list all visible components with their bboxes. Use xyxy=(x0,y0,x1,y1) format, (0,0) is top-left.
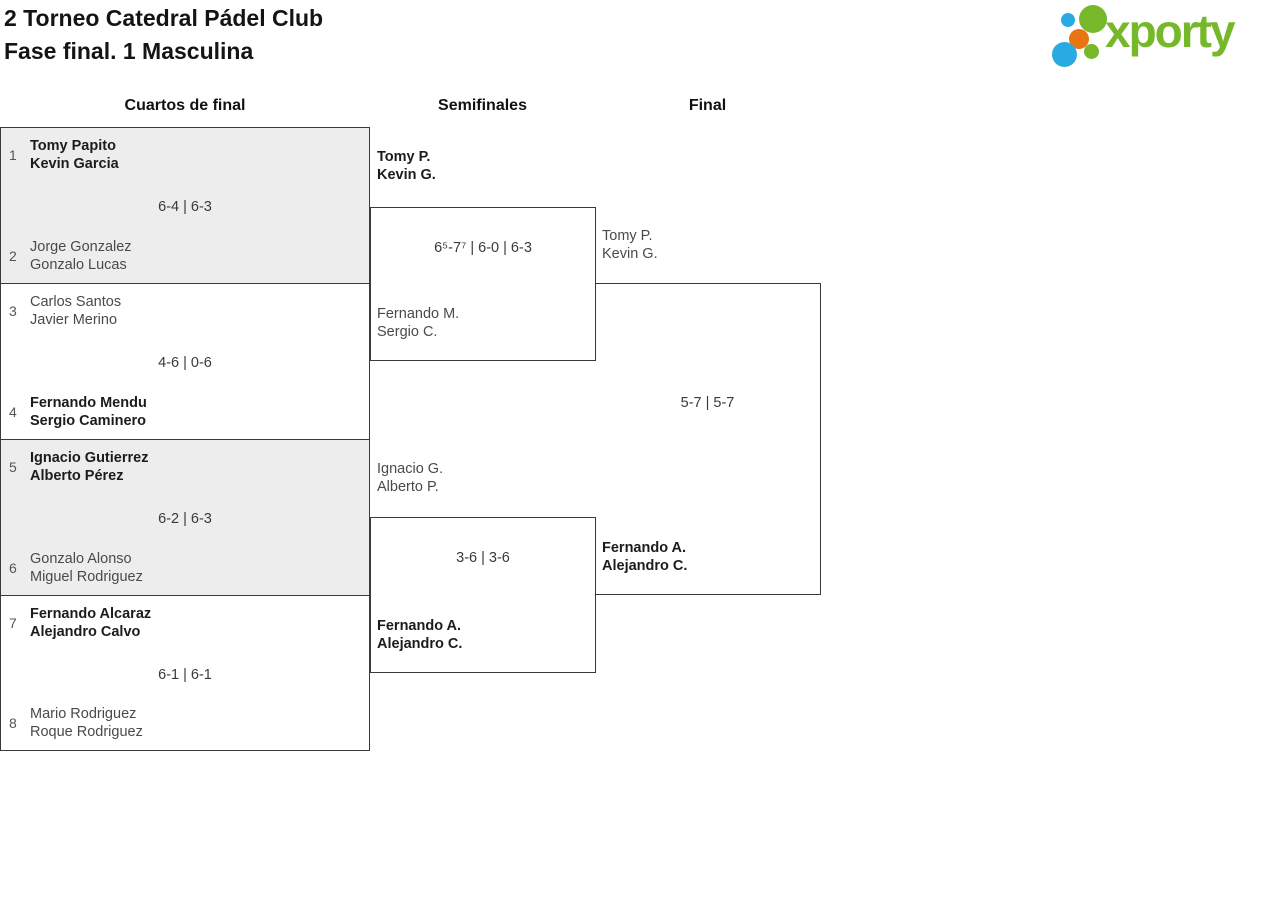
match-score: 6⁵-7⁷ | 6-0 | 6-3 xyxy=(434,240,532,256)
seed-number: 1 xyxy=(9,147,17,163)
team-names: Tomy Papito Kevin Garcia xyxy=(30,137,119,173)
seed-number: 6 xyxy=(9,560,17,576)
final-team-bottom: Fernando A. Alejandro C. xyxy=(602,539,687,575)
tournament-name: 2 Torneo Catedral Pádel Club xyxy=(4,5,324,31)
round-header-semifinals: Semifinales xyxy=(438,97,527,114)
match-box-final: 5-7 | 5-7 xyxy=(595,283,821,595)
round-header-quarterfinals: Cuartos de final xyxy=(124,97,246,114)
qf3-team-bottom: 6 Gonzalo Alonso Miguel Rodriguez xyxy=(9,550,143,586)
player-name: Alejandro Calvo xyxy=(30,624,141,640)
sf1-team-top: Tomy P. Kevin G. xyxy=(377,148,436,184)
player-name: Alejandro C. xyxy=(602,558,688,574)
team-names: Fernando Mendu Sergio Caminero xyxy=(30,394,147,430)
logo-dot-green-small-icon xyxy=(1084,44,1099,59)
match-score: 6-1 | 6-1 xyxy=(158,667,212,683)
player-name: Fernando Mendu xyxy=(30,395,147,411)
player-name: Gonzalo Lucas xyxy=(30,257,127,273)
seed-number: 4 xyxy=(9,404,17,420)
player-name: Fernando A. xyxy=(377,618,462,634)
player-name: Sergio C. xyxy=(377,324,438,340)
team-names: Jorge Gonzalez Gonzalo Lucas xyxy=(30,238,132,274)
match-box-qf1: 1 Tomy Papito Kevin Garcia 6-4 | 6-3 2 J… xyxy=(0,127,370,284)
player-name: Alberto P. xyxy=(377,479,439,495)
logo-dot-green-large-icon xyxy=(1079,5,1107,33)
seed-number: 8 xyxy=(9,715,17,731)
page-title: 2 Torneo Catedral Pádel Club Fase final.… xyxy=(4,2,323,68)
team-names: Tomy P. Kevin G. xyxy=(377,148,436,184)
logo-dot-blue-small-icon xyxy=(1061,13,1075,27)
sf2-team-bottom: Fernando A. Alejandro C. xyxy=(377,617,462,653)
team-names: Fernando M. Sergio C. xyxy=(377,305,459,341)
player-name: Kevin G. xyxy=(602,246,658,262)
match-score: 3-6 | 3-6 xyxy=(456,550,510,566)
player-name: Alberto Pérez xyxy=(30,468,124,484)
qf2-team-bottom: 4 Fernando Mendu Sergio Caminero xyxy=(9,394,147,430)
player-name: Kevin Garcia xyxy=(30,156,119,172)
final-team-top: Tomy P. Kevin G. xyxy=(602,227,658,263)
player-name: Ignacio Gutierrez xyxy=(30,450,149,466)
match-score: 4-6 | 0-6 xyxy=(158,355,212,371)
match-box-sf2: 3-6 | 3-6 xyxy=(370,517,596,673)
team-names: Ignacio Gutierrez Alberto Pérez xyxy=(30,449,148,485)
seed-number: 2 xyxy=(9,248,17,264)
team-names: Tomy P. Kevin G. xyxy=(602,227,658,263)
qf1-team-top: 1 Tomy Papito Kevin Garcia xyxy=(9,137,119,173)
player-name: Fernando Alcaraz xyxy=(30,606,152,622)
match-box-qf2: 3 Carlos Santos Javier Merino 4-6 | 0-6 … xyxy=(0,283,370,440)
team-names: Fernando Alcaraz Alejandro Calvo xyxy=(30,605,151,641)
seed-number: 5 xyxy=(9,459,17,475)
player-name: Sergio Caminero xyxy=(30,413,147,429)
player-name: Fernando A. xyxy=(602,540,687,556)
match-score: 5-7 | 5-7 xyxy=(680,395,735,411)
logo-dot-blue-large-icon xyxy=(1052,42,1077,67)
qf4-team-bottom: 8 Mario Rodriguez Roque Rodriguez xyxy=(9,705,143,741)
logo-dot-orange-icon xyxy=(1069,29,1089,49)
team-names: Fernando A. Alejandro C. xyxy=(377,617,462,653)
match-score: 6-4 | 6-3 xyxy=(158,199,212,215)
qf2-team-top: 3 Carlos Santos Javier Merino xyxy=(9,293,121,329)
player-name: Kevin G. xyxy=(377,167,436,183)
player-name: Gonzalo Alonso xyxy=(30,551,132,567)
match-score: 6-2 | 6-3 xyxy=(158,511,212,527)
player-name: Tomy Papito xyxy=(30,138,116,154)
team-names: Ignacio G. Alberto P. xyxy=(377,460,443,496)
match-box-sf1: 6⁵-7⁷ | 6-0 | 6-3 xyxy=(370,207,596,361)
player-name: Alejandro C. xyxy=(377,636,463,652)
player-name: Jorge Gonzalez xyxy=(30,239,132,255)
player-name: Fernando M. xyxy=(377,306,460,322)
team-names: Gonzalo Alonso Miguel Rodriguez xyxy=(30,550,143,586)
team-names: Carlos Santos Javier Merino xyxy=(30,293,121,329)
player-name: Tomy P. xyxy=(602,228,653,244)
qf4-team-top: 7 Fernando Alcaraz Alejandro Calvo xyxy=(9,605,151,641)
player-name: Roque Rodriguez xyxy=(30,724,143,740)
player-name: Carlos Santos xyxy=(30,294,122,310)
seed-number: 7 xyxy=(9,615,17,631)
qf1-team-bottom: 2 Jorge Gonzalez Gonzalo Lucas xyxy=(9,238,132,274)
player-name: Miguel Rodriguez xyxy=(30,569,143,585)
sf2-team-top: Ignacio G. Alberto P. xyxy=(377,460,443,496)
player-name: Ignacio G. xyxy=(377,461,444,477)
match-box-qf4: 7 Fernando Alcaraz Alejandro Calvo 6-1 |… xyxy=(0,595,370,751)
seed-number: 3 xyxy=(9,303,17,319)
team-names: Fernando A. Alejandro C. xyxy=(602,539,687,575)
team-names: Mario Rodriguez Roque Rodriguez xyxy=(30,705,143,741)
player-name: Tomy P. xyxy=(377,149,431,165)
sf1-team-bottom: Fernando M. Sergio C. xyxy=(377,305,459,341)
player-name: Javier Merino xyxy=(30,312,118,328)
qf3-team-top: 5 Ignacio Gutierrez Alberto Pérez xyxy=(9,449,148,485)
round-header-final: Final xyxy=(688,97,727,114)
player-name: Mario Rodriguez xyxy=(30,706,137,722)
xporty-logo[interactable]: xporty xyxy=(1048,0,1280,72)
phase-name: Fase final. 1 Masculina xyxy=(4,38,254,64)
logo-wordmark: xporty xyxy=(1105,5,1236,57)
match-box-qf3: 5 Ignacio Gutierrez Alberto Pérez 6-2 | … xyxy=(0,439,370,596)
